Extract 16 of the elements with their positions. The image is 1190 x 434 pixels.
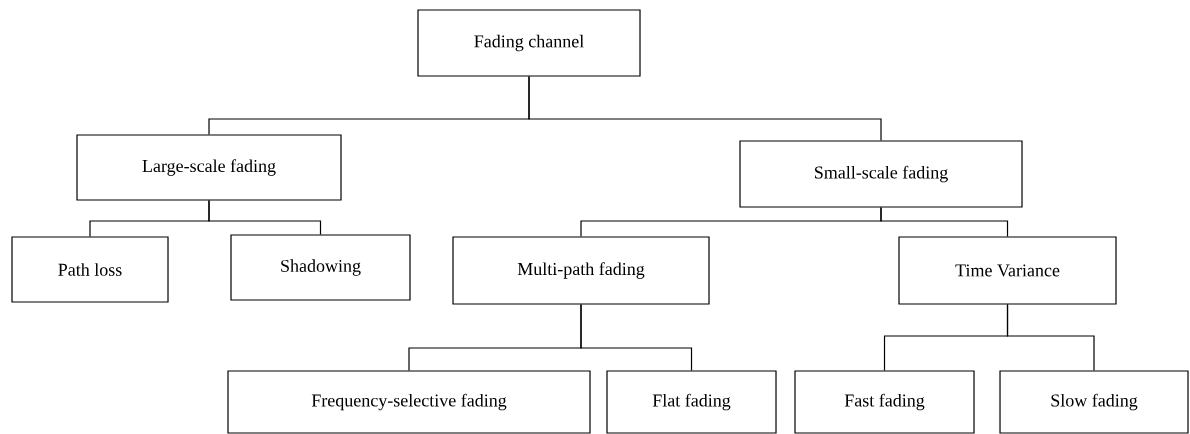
- category-box: Shadowing: [230, 234, 411, 301]
- connector-line: [528, 76, 882, 141]
- category-box: Frequency-selective fading: [227, 370, 591, 434]
- category-box: Small-scale fading: [739, 140, 1023, 208]
- connector-line: [580, 304, 693, 371]
- category-box: Slow fading: [999, 370, 1189, 434]
- connector-line: [1006, 304, 1095, 371]
- category-box: Flat fading: [606, 370, 777, 434]
- category-box: Large-scale fading: [76, 134, 342, 201]
- category-box: Multi-path fading: [452, 236, 710, 305]
- category-box: Time Variance: [898, 236, 1117, 305]
- category-box: Path loss: [11, 236, 169, 303]
- connector-line: [208, 200, 322, 235]
- category-box: Fast fading: [794, 370, 975, 434]
- category-box: Fading channel: [417, 9, 641, 77]
- connector-line: [880, 207, 1009, 237]
